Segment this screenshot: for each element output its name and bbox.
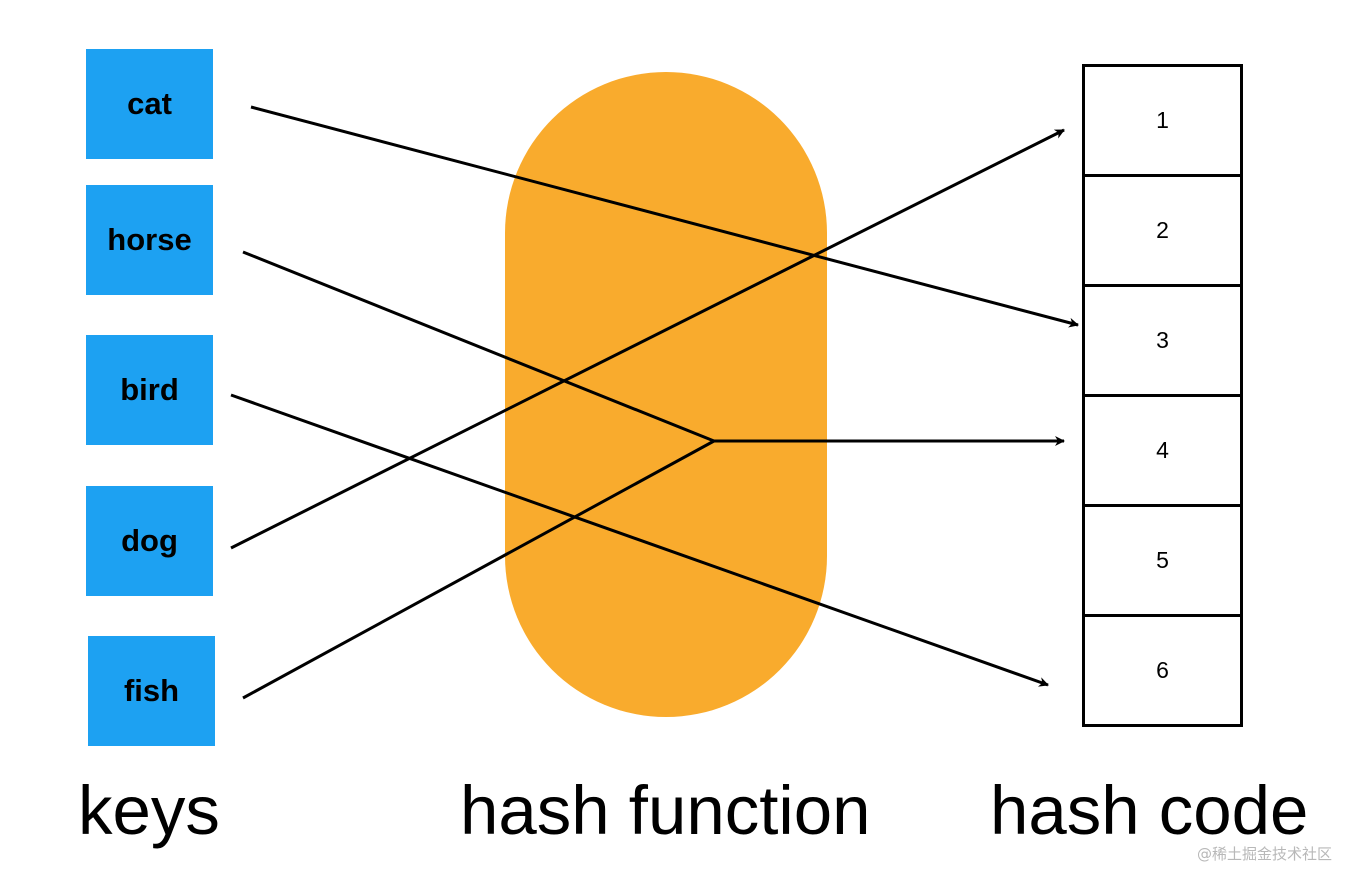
key-box-cat: cat (86, 49, 213, 159)
hash-function-caption: hash function (460, 772, 871, 849)
hash-function-shape (505, 72, 827, 717)
hash-code-cell: 6 (1156, 657, 1169, 683)
keys-caption: keys (78, 772, 220, 849)
key-label: horse (107, 222, 192, 257)
key-box-horse: horse (86, 185, 213, 295)
hash-code-cell: 3 (1085, 287, 1240, 397)
key-box-fish: fish (88, 636, 215, 746)
watermark: @稀土掘金技术社区 (1196, 845, 1332, 863)
arrow-fish-segment (242, 439, 715, 700)
arrow-horse-segment (242, 250, 715, 443)
key-label: fish (123, 673, 180, 708)
hash-code-table: 1 2 3 4 5 6 (1082, 64, 1243, 727)
arrow-dog-to-1 (230, 128, 1065, 550)
hash-code-cell: 1 (1085, 67, 1240, 177)
key-box-dog: dog (86, 486, 213, 596)
arrow-cat-to-3 (250, 105, 1079, 328)
hash-code-cell: 5 (1085, 507, 1240, 617)
key-label: cat (127, 86, 172, 121)
key-label: bird (120, 372, 179, 407)
hash-code-caption: hash code (990, 772, 1309, 849)
hash-code-cell: 2 (1085, 177, 1240, 287)
hash-code-cell: 4 (1085, 397, 1240, 507)
key-label: dog (121, 523, 178, 558)
key-box-bird: bird (86, 335, 213, 445)
arrow-bird-to-6 (230, 393, 1049, 687)
